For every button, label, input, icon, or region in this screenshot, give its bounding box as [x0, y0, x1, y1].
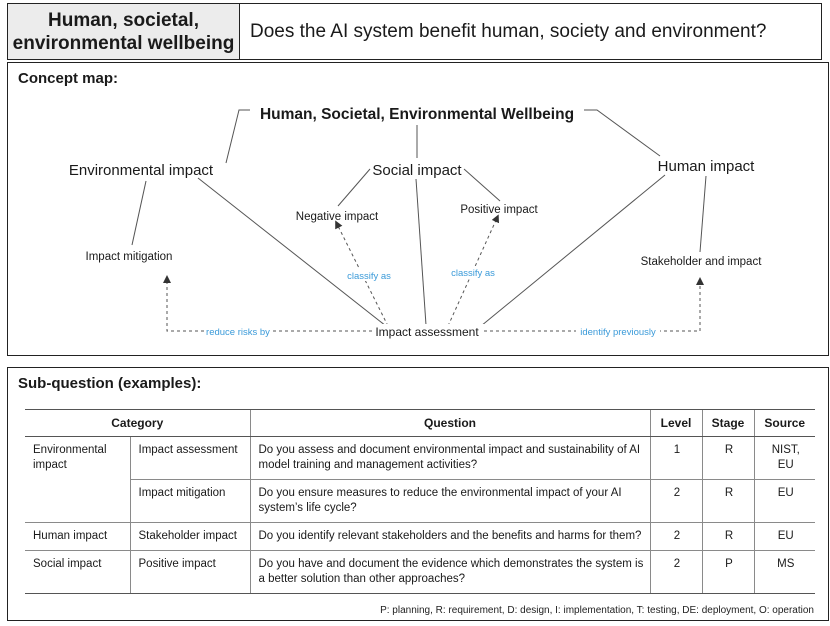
subcategory-cell: Stakeholder impact	[129, 522, 250, 551]
table-header-row: Category Question Level Stage Source	[25, 409, 815, 437]
category-cell: Environmental impact	[25, 436, 130, 523]
node-negative-impact: Negative impact	[296, 211, 379, 223]
subcategory-cell: Impact assessment	[129, 436, 250, 480]
edge-label-classify-left: classify as	[347, 271, 391, 282]
stage-legend: P: planning, R: requirement, D: design, …	[380, 605, 814, 616]
stage-cell: R	[701, 479, 754, 523]
stage-cell: P	[701, 550, 754, 594]
question-cell: Do you assess and document environmental…	[249, 436, 650, 480]
edge-classify-negative	[335, 220, 389, 327]
edge-label-identify-previously: identify previously	[580, 327, 656, 338]
edge-label-classify-right: classify as	[451, 268, 495, 279]
edge-root-human	[584, 109, 661, 157]
subcategory-cell: Positive impact	[129, 550, 250, 594]
question-cell: Do you ensure measures to reduce the env…	[249, 479, 650, 523]
node-impact-mitigation: Impact mitigation	[86, 251, 173, 263]
column-header-stage: Stage	[701, 409, 754, 437]
stage-cell: R	[701, 436, 754, 480]
column-header-level: Level	[649, 409, 702, 437]
sub-question-table: Category Question Level Stage Source Env…	[25, 409, 815, 594]
edge-env-mitigation	[131, 180, 147, 246]
table-row: Human impact Stakeholder impact Do you i…	[25, 522, 815, 551]
concept-map-diagram: Human, Societal, Environmental Wellbeing…	[69, 106, 763, 339]
edge-env-assessment	[197, 177, 387, 327]
subcategory-cell: Impact mitigation	[129, 479, 250, 523]
level-cell: 2	[649, 522, 702, 551]
category-cell: Social impact	[25, 550, 130, 594]
edge-identify-previously	[484, 277, 704, 332]
question-cell: Do you identify relevant stakeholders an…	[249, 522, 650, 551]
sub-question-panel: Sub-question (examples): Category Questi…	[7, 367, 829, 621]
principle-question: Does the AI system benefit human, societ…	[250, 20, 767, 42]
level-cell: 2	[649, 550, 702, 594]
sub-question-title: Sub-question (examples):	[18, 375, 202, 392]
level-cell: 2	[649, 479, 702, 523]
edge-social-assessment	[415, 178, 427, 326]
source-cell: EU	[753, 479, 815, 523]
edge-label-reduce-risks: reduce risks by	[206, 327, 270, 338]
source-cell: MS	[753, 550, 815, 594]
column-header-question: Question	[249, 409, 650, 437]
table-row: Environmental impact Impact assessment D…	[25, 436, 815, 523]
category-cell: Human impact	[25, 522, 130, 551]
edge-reduce-risks	[163, 275, 372, 332]
node-human-impact: Human impact	[658, 158, 756, 175]
node-impact-assessment: Impact assessment	[375, 325, 479, 339]
edge-root-environmental	[225, 109, 250, 164]
concept-map-panel: Concept map:	[7, 62, 829, 356]
node-positive-impact: Positive impact	[460, 204, 538, 216]
node-social-impact: Social impact	[372, 162, 462, 179]
level-cell: 1	[649, 436, 702, 480]
question-cell: Do you have and document the evidence wh…	[249, 550, 650, 594]
principle-title: Human, societal, environmental wellbeing	[8, 4, 240, 59]
edge-human-stakeholder	[699, 175, 707, 253]
column-header-source: Source	[753, 409, 815, 437]
edge-human-assessment	[480, 174, 666, 327]
source-cell: EU	[753, 522, 815, 551]
table-row: Social impact Positive impact Do you hav…	[25, 550, 815, 594]
principle-header: Human, societal, environmental wellbeing…	[7, 3, 822, 60]
concept-map-title: Concept map:	[18, 70, 119, 87]
node-root: Human, Societal, Environmental Wellbeing	[260, 106, 574, 123]
stage-cell: R	[701, 522, 754, 551]
table-row: Impact mitigation Do you ensure measures…	[25, 479, 815, 523]
edge-social-negative	[337, 168, 371, 207]
source-cell: NIST, EU	[753, 436, 815, 480]
edge-social-positive	[463, 168, 501, 202]
edge-classify-positive	[447, 214, 499, 327]
node-environmental-impact: Environmental impact	[69, 162, 214, 179]
column-header-category: Category	[25, 409, 250, 437]
node-stakeholder-and-impact: Stakeholder and impact	[641, 256, 763, 268]
